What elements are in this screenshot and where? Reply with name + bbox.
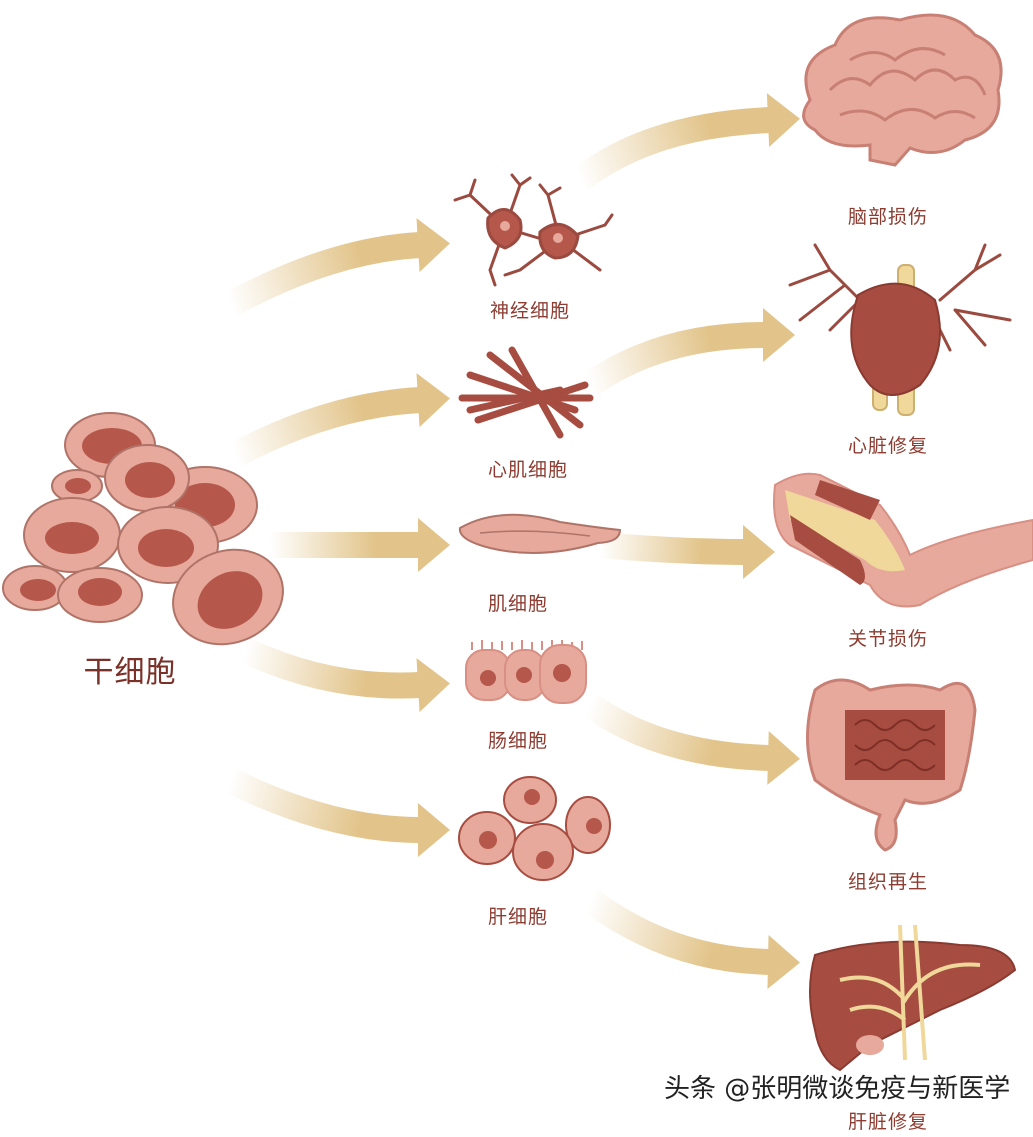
- arrow-head-icon: [767, 730, 800, 785]
- cell-label-cardiomyocyte: 心肌细胞: [487, 459, 569, 481]
- liver-cell-icon: [458, 776, 611, 881]
- arm-joint-icon: [773, 472, 1033, 608]
- neuron-icon: [453, 173, 614, 287]
- arrow-head-icon: [767, 934, 800, 989]
- arrow-shaft: [582, 322, 766, 396]
- arrow-shaft: [239, 638, 421, 699]
- heart-icon: [788, 243, 1012, 416]
- arrow-shaft: [224, 768, 421, 843]
- arrow-shaft: [582, 694, 771, 771]
- arrow-shaft: [223, 232, 421, 317]
- arrow-head-icon: [743, 525, 775, 579]
- outcome-label-heart: 心脏修复: [847, 435, 929, 457]
- arrow-shaft: [228, 387, 421, 467]
- cell-label-muscle: 肌细胞: [487, 593, 549, 615]
- arrow-shaft: [571, 107, 771, 191]
- watermark: 头条 @张明微谈免疫与新医学: [664, 1074, 1011, 1104]
- outcome-label-brain: 脑部损伤: [847, 206, 929, 228]
- stem-cell-cluster-icon: [2, 412, 284, 646]
- outcome-label-tissue: 组织再生: [847, 871, 929, 893]
- arrow-shaft: [598, 532, 746, 565]
- muscle-cell-icon: [458, 513, 622, 554]
- outcome-label-liver: 肝脏修复: [847, 1111, 929, 1133]
- arrow-shaft: [582, 889, 771, 975]
- intestine-icon: [806, 678, 977, 852]
- cell-label-intestinal: 肠细胞: [487, 730, 549, 752]
- arrow-head-icon: [418, 803, 450, 857]
- arrow-head-icon: [416, 658, 450, 713]
- brain-icon: [802, 13, 1003, 167]
- arrow-head-icon: [416, 218, 450, 273]
- arrows: [223, 93, 800, 989]
- arrow-head-icon: [416, 373, 450, 428]
- cell-label-liver: 肝细胞: [487, 906, 549, 928]
- arrow-head-icon: [763, 308, 795, 362]
- intestinal-cell-icon: [465, 640, 587, 704]
- stem-cell-label: 干细胞: [83, 655, 177, 690]
- outcome-label-joint: 关节损伤: [847, 628, 929, 650]
- cell-label-neuron: 神经细胞: [489, 300, 571, 322]
- arrow-head-icon: [418, 518, 450, 572]
- cardiac-muscle-icon: [458, 346, 594, 439]
- liver-icon: [809, 924, 1017, 1072]
- arrow-head-icon: [766, 93, 800, 148]
